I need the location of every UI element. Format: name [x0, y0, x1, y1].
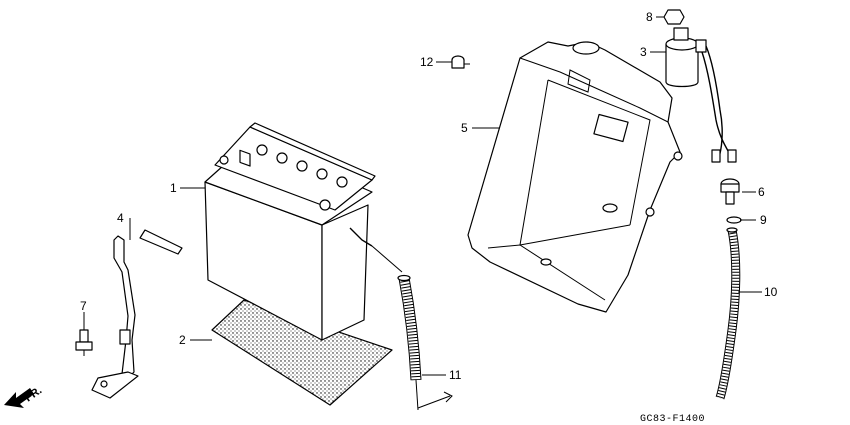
front-direction-arrow: FR. — [4, 384, 44, 408]
screw-12 — [451, 55, 470, 69]
leader-lines — [83, 16, 762, 376]
callout-6: 6 — [758, 185, 765, 199]
battery-pad — [211, 299, 393, 406]
callout-10: 10 — [764, 285, 778, 299]
callout-5: 5 — [461, 121, 468, 135]
callout-numbers: 1 2 3 4 5 6 7 8 9 10 11 12 — [80, 10, 778, 382]
callout-1: 1 — [170, 181, 177, 195]
callout-8: 8 — [646, 10, 653, 24]
battery-caps — [219, 144, 348, 211]
breather-tube-11 — [397, 274, 453, 411]
battery — [204, 122, 376, 341]
battery-holder-bracket — [91, 229, 183, 399]
tube-joint-6 — [720, 178, 740, 205]
nut-8 — [663, 9, 685, 25]
starter-relay — [665, 27, 737, 163]
callout-2: 2 — [179, 333, 186, 347]
callout-4: 4 — [117, 211, 124, 225]
callout-9: 9 — [760, 213, 767, 227]
callout-11: 11 — [449, 368, 462, 382]
clip-9 — [726, 216, 742, 224]
callout-3: 3 — [640, 45, 647, 59]
figure-code: GC83-F1400 — [640, 414, 705, 425]
battery-tray — [467, 41, 683, 313]
callout-12: 12 — [420, 55, 434, 69]
callout-7: 7 — [80, 299, 87, 313]
front-label: FR. — [23, 384, 44, 404]
bolt-7 — [75, 329, 93, 356]
breather-tube-10 — [715, 227, 741, 400]
